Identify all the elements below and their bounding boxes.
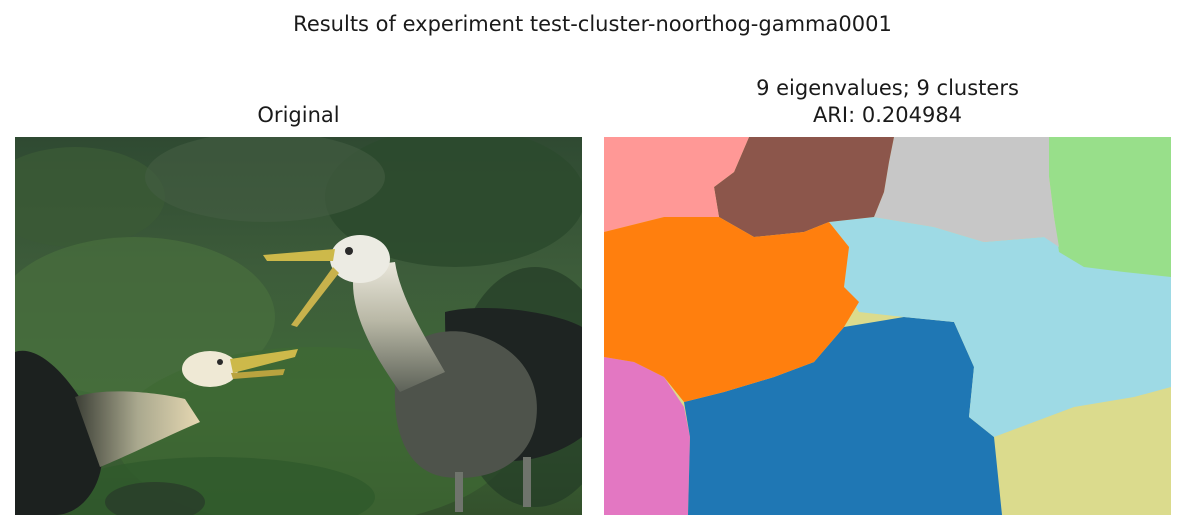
- segmentation-title-line2: ARI: 0.204984: [812, 103, 963, 127]
- figure-title: Results of experiment test-cluster-noort…: [293, 12, 892, 36]
- original-panel-title: Original: [257, 103, 340, 127]
- original-image: [15, 137, 582, 515]
- cluster-region-gray: [874, 137, 1059, 247]
- segmentation-map: [604, 137, 1171, 515]
- cluster-region-pink: [604, 357, 690, 515]
- cluster-region-blue: [684, 317, 1002, 515]
- segmentation-panel-title: 9 eigenvalues; 9 clusters ARI: 0.204984: [604, 75, 1171, 129]
- segmentation-title-line1: 9 eigenvalues; 9 clusters: [756, 76, 1019, 100]
- cluster-region-lightblue: [829, 217, 1171, 437]
- cluster-region-salmon: [604, 137, 749, 232]
- cluster-label-image: [604, 137, 1171, 515]
- cluster-region-orange: [604, 217, 859, 402]
- cluster-region-brown: [714, 137, 894, 237]
- albatross-photo: [15, 137, 582, 515]
- cluster-region-green: [1049, 137, 1171, 277]
